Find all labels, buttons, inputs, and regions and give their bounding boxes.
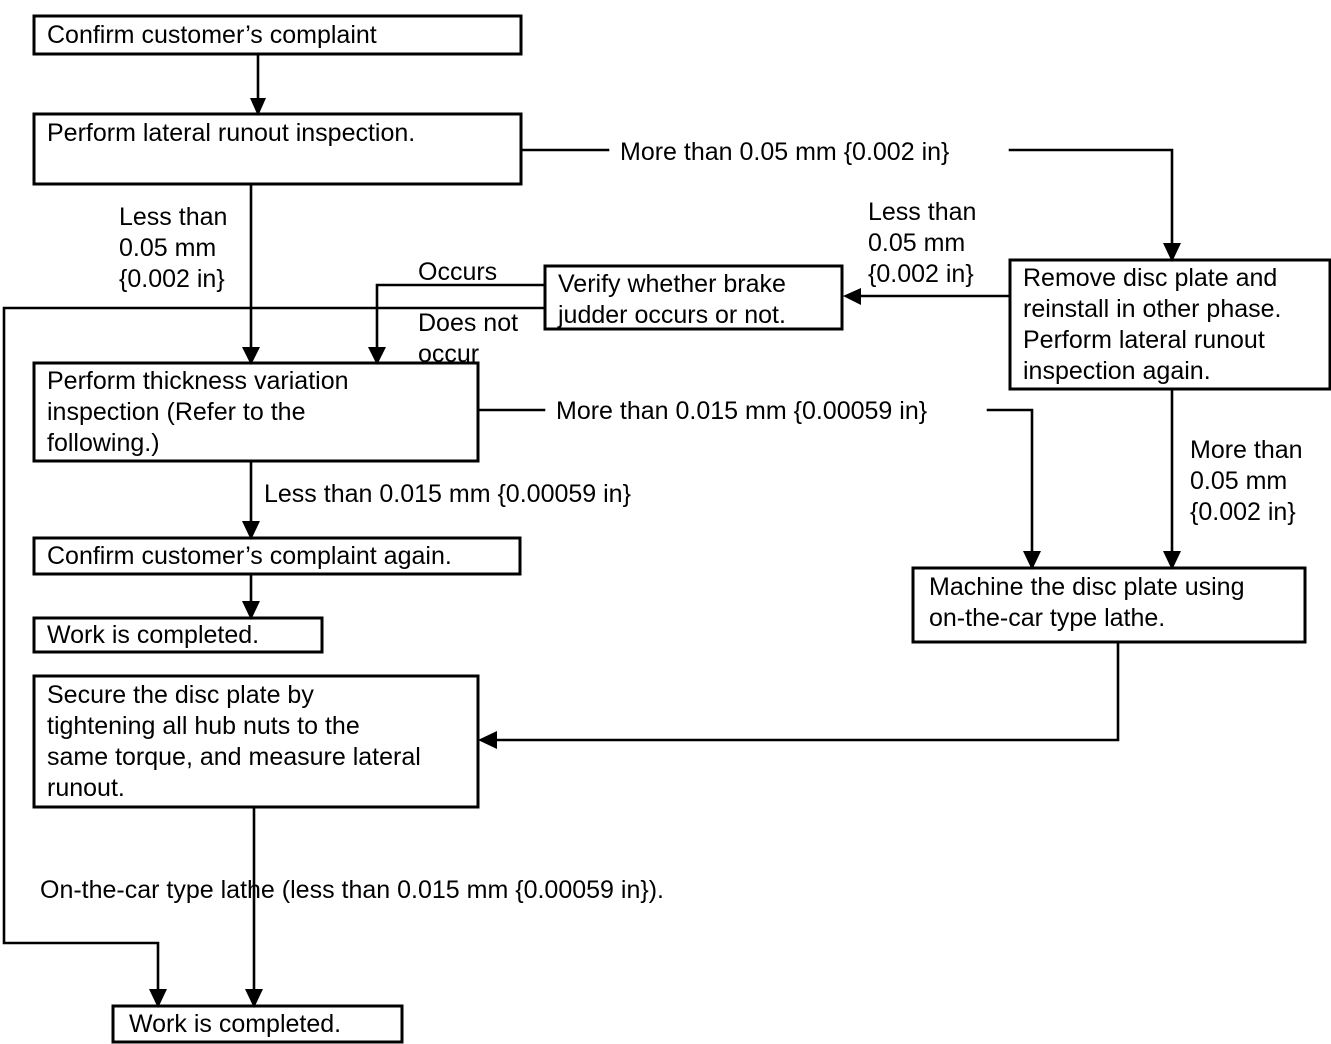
- connector-thickness-more-than-0015: [476, 408, 1041, 570]
- connector-lateral-more-than-005: [519, 148, 1181, 262]
- connector-remove-more-than-005: [1163, 387, 1181, 570]
- connector-remove-less-than-005: [843, 288, 1012, 305]
- node-secure-disc-plate[interactable]: [32, 674, 480, 809]
- connector-lateral-less-than-005: [242, 182, 260, 365]
- node-confirm-complaint-again[interactable]: [32, 536, 522, 576]
- connector-thickness-less-than-0015: [242, 459, 260, 540]
- node-thickness-variation-inspection[interactable]: [32, 361, 480, 463]
- node-confirm-complaint[interactable]: [32, 14, 523, 56]
- node-remove-disc-plate[interactable]: [1008, 258, 1331, 391]
- node-work-completed-upper[interactable]: [32, 616, 324, 654]
- node-machine-disc-plate[interactable]: [911, 566, 1307, 644]
- node-verify-brake-judder[interactable]: [543, 264, 844, 331]
- connector-confirm-again-to-work-done: [242, 572, 260, 620]
- connector-confirm-to-lateral: [250, 52, 266, 116]
- node-lateral-runout-inspection[interactable]: [32, 112, 523, 186]
- connector-verify-does-not-occur: [2, 306, 547, 1008]
- connector-secure-to-work-done: [245, 805, 263, 1008]
- connector-verify-occurs: [368, 283, 547, 365]
- connector-machine-to-secure: [478, 640, 1120, 749]
- node-work-completed-lower[interactable]: [111, 1004, 404, 1044]
